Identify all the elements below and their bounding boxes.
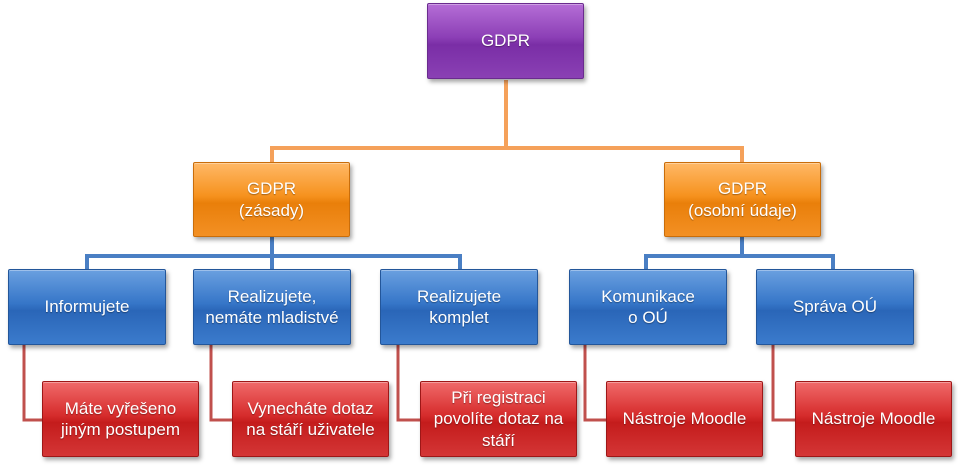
node-leaf-komunikace-o-ou: Komunikace o OÚ xyxy=(569,269,727,345)
connector-leaf4-to-detail-4 xyxy=(583,345,606,422)
node-leaf-realizujete-nemate-mladistve: Realizujete, nemáte mladistvé xyxy=(193,269,351,345)
connector-midright-to-leaf-5 xyxy=(742,254,835,270)
connector-leaf3-to-detail-3 xyxy=(396,345,420,422)
node-detail-nastroje-moodle-2: Nástroje Moodle xyxy=(795,381,952,457)
connector-leaf1-to-detail-1 xyxy=(22,345,42,422)
node-detail-nastroje-moodle-1: Nástroje Moodle xyxy=(606,381,763,457)
node-leaf-realizujete-komplet: Realizujete komplet xyxy=(380,269,538,345)
mid-right-connectors xyxy=(644,237,835,270)
connector-midright-to-leaf-4 xyxy=(644,237,744,270)
node-mid-left: GDPR (zásady) xyxy=(193,162,350,237)
node-detail-vynechate-dotaz: Vynecháte dotaz na stáří uživatele xyxy=(232,381,389,457)
node-leaf-informujete: Informujete xyxy=(8,269,166,345)
connector-midleft-to-leaf-3 xyxy=(272,254,462,270)
connector-leaf5-to-detail-5 xyxy=(771,345,795,422)
root-connectors xyxy=(270,80,744,163)
connector-leaf2-to-detail-2 xyxy=(209,345,232,422)
node-detail-pri-registraci: Při registraci povolíte dotaz na stáří xyxy=(420,381,577,457)
node-root: GDPR xyxy=(427,3,584,79)
connector-midleft-to-leaf-1 xyxy=(85,237,274,270)
node-detail-mate-vyreseno: Máte vyřešeno jiným postupem xyxy=(42,381,199,457)
node-mid-right: GDPR (osobní údaje) xyxy=(664,162,821,237)
connector-root-to-mid-right xyxy=(506,146,744,163)
connector-root-to-mid-left xyxy=(270,80,508,163)
node-leaf-sprava-ou: Správa OÚ xyxy=(756,269,914,345)
leaf-connectors xyxy=(22,345,795,422)
mid-left-connectors xyxy=(85,237,462,270)
